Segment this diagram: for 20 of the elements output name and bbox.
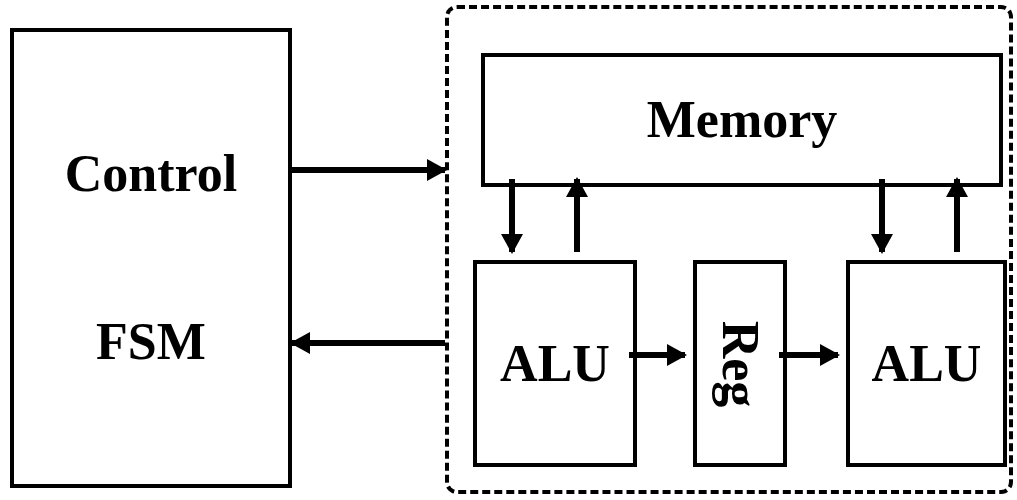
arrow — [871, 179, 893, 254]
arrow — [629, 344, 687, 366]
arrow — [566, 177, 588, 252]
arrow — [501, 179, 523, 254]
block-label: ALU — [871, 337, 982, 390]
block-box — [481, 53, 1003, 187]
block-label: Control — [64, 148, 238, 200]
block-box — [473, 260, 637, 467]
arrow — [292, 159, 447, 181]
block-box — [693, 260, 787, 467]
block-label: Reg — [714, 320, 766, 407]
block-label: Memory — [646, 94, 838, 146]
block-label: FSM — [96, 316, 206, 368]
arrow — [779, 344, 840, 366]
block-box — [846, 260, 1007, 467]
block-box — [10, 28, 292, 488]
dashed-group-box — [445, 5, 1013, 494]
arrow — [946, 177, 968, 252]
arrow — [290, 332, 445, 354]
block-label: ALU — [500, 337, 610, 390]
